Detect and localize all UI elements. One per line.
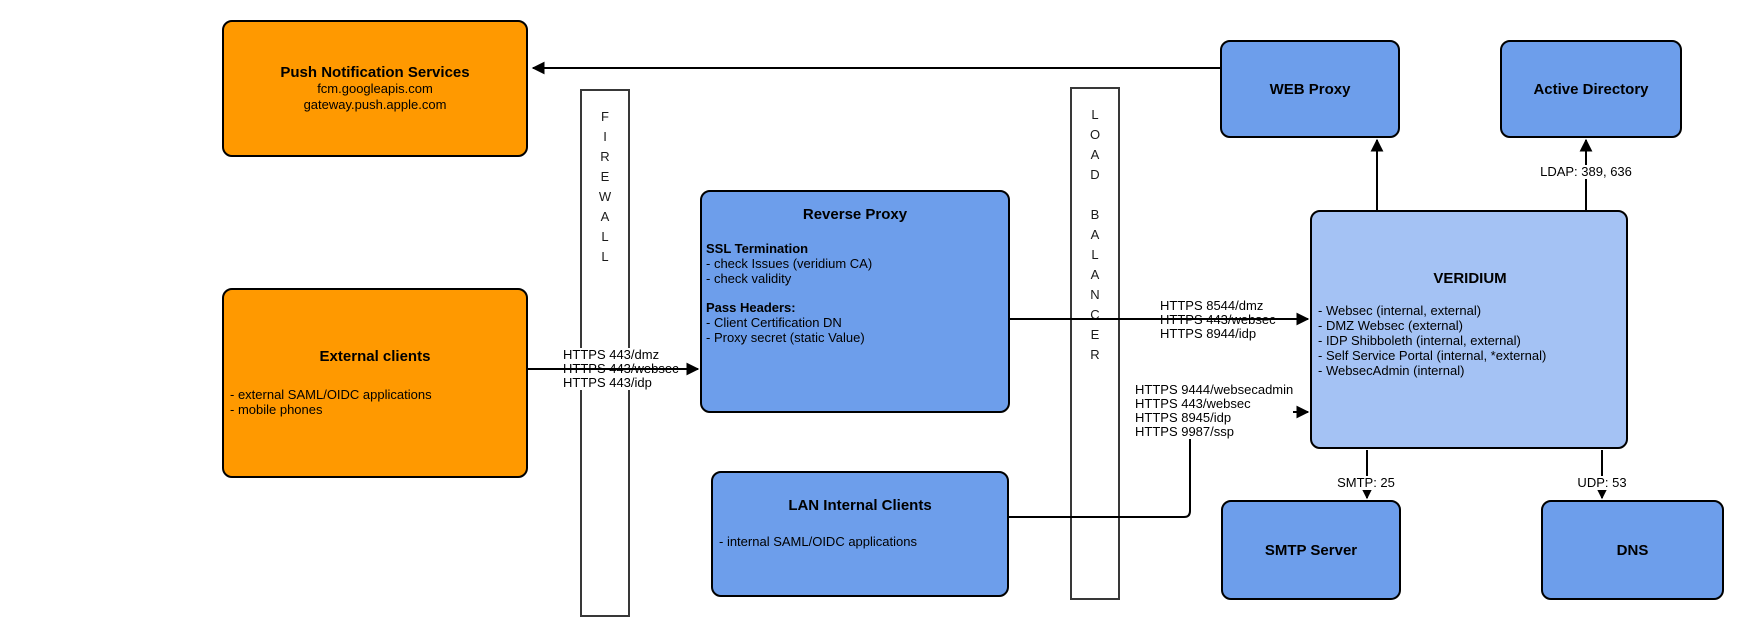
node-bullet: - DMZ Websec (external) bbox=[1318, 318, 1463, 333]
node-title: Reverse Proxy bbox=[802, 206, 908, 223]
node-dns: DNS bbox=[1541, 500, 1724, 600]
load-balancer-label: LOAD BALANCER bbox=[1087, 107, 1103, 367]
node-bullet: - check validity bbox=[706, 271, 792, 286]
node-title: SMTP Server bbox=[1264, 541, 1358, 559]
node-bullet: - Self Service Portal (internal, *extern… bbox=[1318, 348, 1547, 363]
node-reverse-proxy: Reverse Proxy SSL Termination - check Is… bbox=[700, 190, 1010, 413]
node-web-proxy: WEB Proxy bbox=[1220, 40, 1400, 138]
node-subline: fcm.googleapis.com bbox=[317, 81, 433, 96]
node-smtp-server: SMTP Server bbox=[1221, 500, 1401, 600]
node-title: Active Directory bbox=[1533, 80, 1649, 98]
node-title: DNS bbox=[1616, 541, 1649, 559]
node-active-directory: Active Directory bbox=[1500, 40, 1682, 138]
node-veridium: VERIDIUM - Websec (internal, external) -… bbox=[1310, 210, 1628, 449]
node-bullet: - Proxy secret (static Value) bbox=[706, 330, 865, 345]
node-bullet: - check Issues (veridium CA) bbox=[706, 256, 873, 271]
node-title: Push Notification Services bbox=[280, 64, 470, 81]
edge-label-ldap: LDAP: 389, 636 bbox=[1540, 164, 1632, 179]
node-title: WEB Proxy bbox=[1269, 80, 1351, 98]
node-bullet: - WebsecAdmin (internal) bbox=[1318, 363, 1465, 378]
edge-label-lb-veridium-https: HTTPS 8544/dmz HTTPS 443/websec HTTPS 89… bbox=[1160, 298, 1276, 341]
edge-label-admin-veridium-https: HTTPS 9444/websecadmin HTTPS 443/websec … bbox=[1135, 382, 1294, 439]
node-bullet: - external SAML/OIDC applications bbox=[230, 387, 432, 402]
node-push-notification-services: Push Notification Services fcm.googleapi… bbox=[222, 20, 528, 157]
node-bullet: - mobile phones bbox=[230, 402, 323, 417]
edge-label-udp: UDP: 53 bbox=[1577, 475, 1627, 490]
node-bullet: - Websec (internal, external) bbox=[1318, 303, 1482, 318]
edge-label-firewall-https: HTTPS 443/dmz HTTPS 443/websec HTTPS 443… bbox=[563, 347, 679, 390]
node-bullet: - internal SAML/OIDC applications bbox=[719, 534, 917, 549]
node-bullet: - IDP Shibboleth (internal, external) bbox=[1318, 333, 1521, 348]
node-title: LAN Internal Clients bbox=[788, 497, 932, 514]
edge-label-smtp: SMTP: 25 bbox=[1337, 475, 1395, 490]
node-section-heading: Pass Headers: bbox=[706, 300, 796, 315]
firewall-label: FIREWALL bbox=[597, 109, 613, 269]
node-subline: gateway.push.apple.com bbox=[303, 97, 447, 112]
node-title: VERIDIUM bbox=[1433, 270, 1507, 287]
node-title: External clients bbox=[319, 348, 431, 365]
node-lan-internal-clients: LAN Internal Clients - internal SAML/OID… bbox=[711, 471, 1009, 597]
node-external-clients: External clients - external SAML/OIDC ap… bbox=[222, 288, 528, 478]
load-balancer-bar: LOAD BALANCER bbox=[1070, 87, 1120, 600]
node-section-heading: SSL Termination bbox=[706, 241, 809, 256]
node-bullet: - Client Certification DN bbox=[706, 315, 842, 330]
